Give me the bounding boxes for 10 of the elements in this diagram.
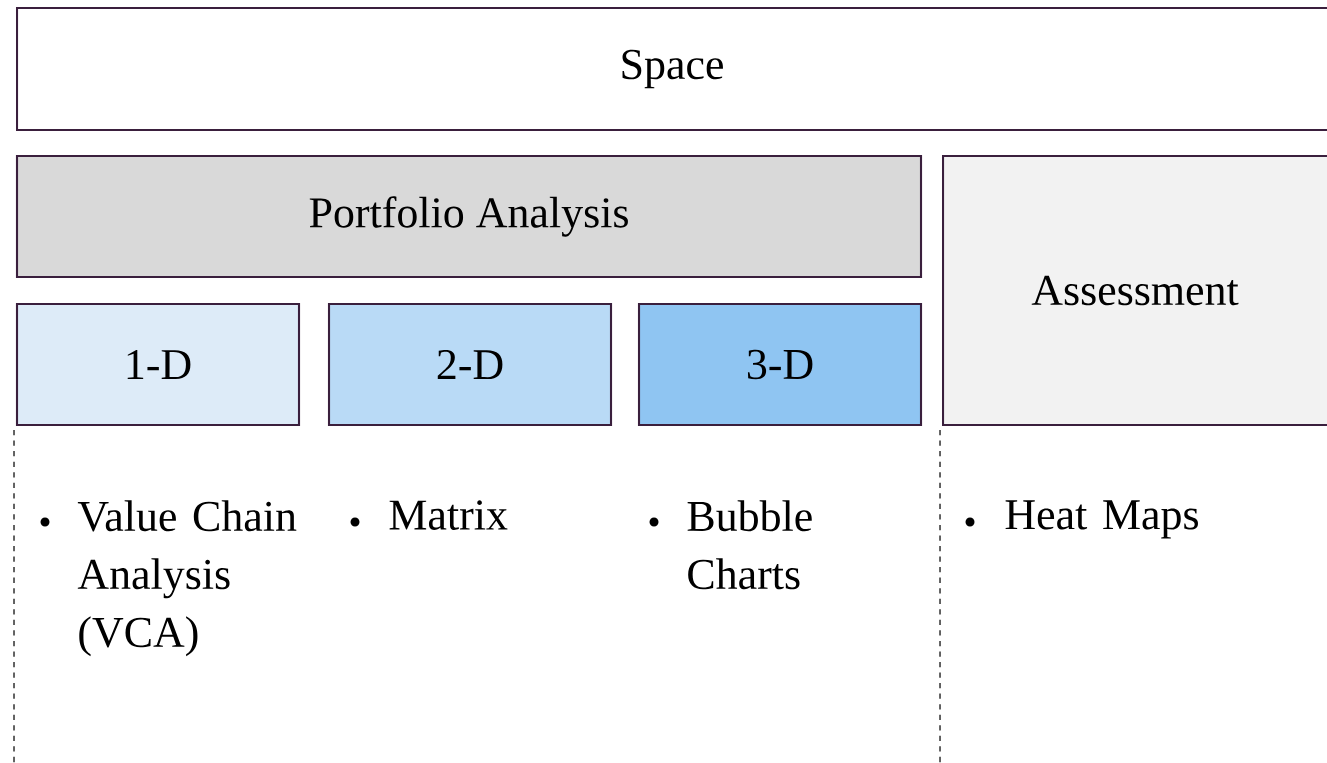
bullet-text: Value Chain Analysis (VCA) [77,500,297,657]
category-box: 2-D [327,302,613,427]
section-box: Portfolio Analysis [15,154,923,279]
category-box: 1-D [15,302,301,427]
section-box: Assessment [941,154,1327,427]
category-box: 3-D [637,302,923,427]
header-box: Space [15,6,1327,132]
bullet-text: Bubble Charts [687,500,812,590]
bullet-text: Heat Maps [1005,500,1198,539]
bullet-text: Matrix [389,500,508,530]
